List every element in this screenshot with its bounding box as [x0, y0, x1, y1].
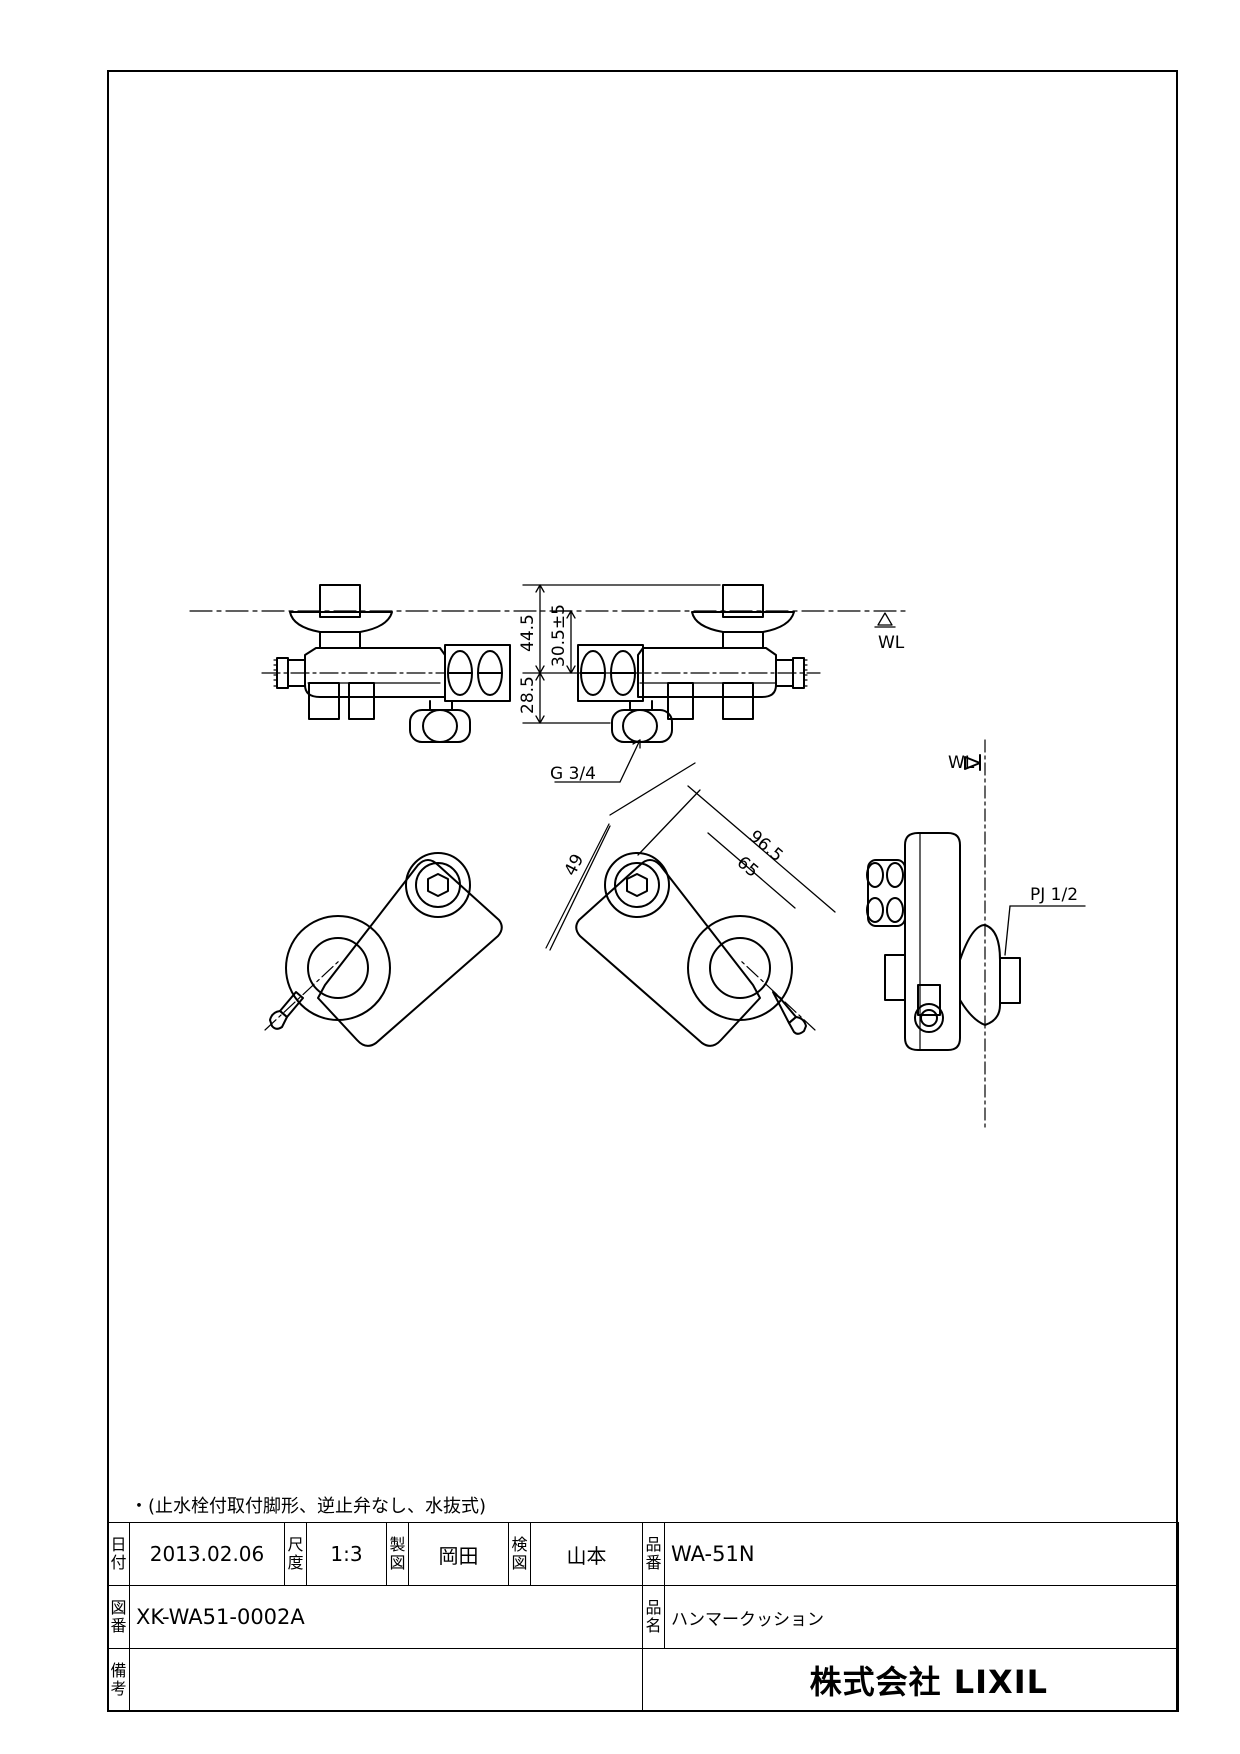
dim-28-5: 28.5: [518, 676, 538, 714]
wl-label-side: WL: [948, 753, 975, 773]
scale-label: 尺度: [284, 1522, 307, 1586]
spec-note: ・(止水栓付取付脚形、逆止弁なし、水抜式): [130, 1496, 487, 1517]
top-view-right: [545, 762, 836, 1047]
dim-pj12: PJ 1/2: [1030, 885, 1078, 905]
scale-value: 1:3: [306, 1522, 387, 1586]
part-no-label: 品番: [642, 1522, 665, 1586]
part-name-value: ハンマークッション: [664, 1585, 1179, 1649]
dim-49: 49: [561, 851, 589, 879]
drawing-no-label: 図番: [107, 1585, 130, 1649]
part-no-value: WA-51N: [664, 1522, 1179, 1586]
company-name: 株式会社 LIXIL: [642, 1648, 1179, 1712]
dim-65: 65: [733, 853, 762, 882]
drawn-value: 岡田: [408, 1522, 509, 1586]
remarks-label: 備考: [107, 1648, 130, 1712]
date-label: 日付: [107, 1522, 130, 1586]
front-view-right: [574, 584, 821, 743]
top-view-left: [264, 852, 503, 1047]
checked-value: 山本: [530, 1522, 643, 1586]
side-view: [866, 739, 1086, 1131]
drawing-no-value: XK-WA51-0002A: [129, 1585, 643, 1649]
dim-30-5: 30.5±5: [549, 604, 569, 667]
drawn-label: 製図: [386, 1522, 409, 1586]
wl-label-top: WL: [878, 633, 905, 653]
date-value: 2013.02.06: [129, 1522, 285, 1586]
front-view-left: [189, 584, 911, 743]
part-name-label: 品名: [642, 1585, 665, 1649]
checked-label: 検図: [508, 1522, 531, 1586]
front-dimension-lines: [522, 584, 896, 783]
remarks-value: [129, 1648, 643, 1712]
title-block: 日付 2013.02.06 尺度 1:3 製図 岡田 検図 山本 品番 WA-5…: [107, 1522, 1179, 1712]
dim-44-5: 44.5: [518, 614, 538, 652]
dim-g34: G 3/4: [550, 764, 596, 784]
